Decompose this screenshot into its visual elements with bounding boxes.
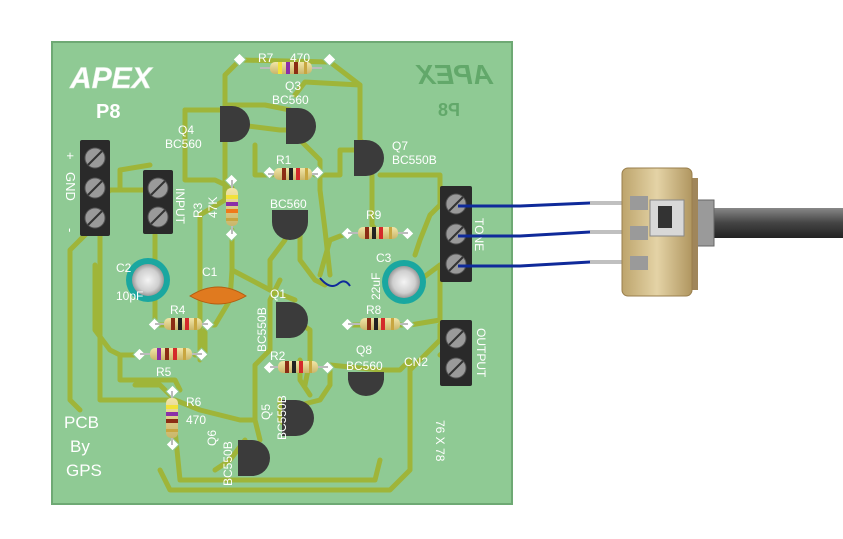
- credit-line-1: PCB: [64, 413, 99, 432]
- transistor-q2: BC560: [270, 197, 308, 240]
- q3-type: BC560: [272, 93, 309, 107]
- transistor-q4: Q4 BC560: [165, 106, 250, 151]
- q1-label: Q1: [270, 287, 286, 301]
- resistor-r4: R4: [155, 303, 208, 330]
- q5-label: Q5: [259, 404, 273, 420]
- brand-logo-mirrored: APEX: [414, 59, 494, 90]
- output-label: OUTPUT: [474, 328, 488, 378]
- r7-label: R7: [258, 51, 274, 65]
- resistor-r3: R3 47K: [191, 180, 238, 234]
- q4-label: Q4: [178, 123, 194, 137]
- resistor-r9: R9: [348, 208, 408, 239]
- brand-logo: APEX: [69, 62, 154, 95]
- input-terminal: INPUT: [143, 170, 187, 234]
- q4-type: BC560: [165, 137, 202, 151]
- credit-line-2: By: [70, 437, 90, 456]
- r6-value: 470: [186, 413, 206, 427]
- r4-label: R4: [170, 303, 186, 317]
- q3-label: Q3: [285, 79, 301, 93]
- resistor-r2: R2: [270, 349, 328, 373]
- resistor-r5: R5: [140, 348, 202, 379]
- board-size-label: 76 X 78: [433, 420, 447, 462]
- input-label: INPUT: [173, 188, 187, 225]
- r9-label: R9: [366, 208, 382, 222]
- transistor-q3: Q3 BC560: [272, 79, 316, 144]
- c3-label: C3: [376, 251, 392, 265]
- power-plus-label: +: [63, 152, 78, 160]
- r5-label: R5: [156, 365, 172, 379]
- transistor-q6: Q6 BC550B: [205, 430, 270, 486]
- credit-line-3: GPS: [66, 461, 102, 480]
- resistor-r1: R1: [268, 153, 318, 180]
- potentiometer: [621, 167, 843, 297]
- q6-label: Q6: [205, 430, 219, 446]
- output-terminal: OUTPUT CN2: [404, 320, 488, 386]
- power-terminal: + GND -: [63, 140, 110, 236]
- board-silkscreen: APEX P8 APEX P8 PCB By GPS 76 X 78: [64, 59, 494, 480]
- q5-type: BC550B: [275, 395, 289, 440]
- q7-type: BC550B: [392, 153, 437, 167]
- c1-label: C1: [202, 265, 218, 279]
- q2-type: BC560: [270, 197, 307, 211]
- capacitor-c2: C2 10pF: [116, 258, 170, 303]
- power-minus-label: -: [63, 228, 78, 232]
- r1-label: R1: [276, 153, 292, 167]
- c3-value: 22uF: [369, 273, 383, 300]
- capacitor-c3: C3 22uF: [369, 251, 426, 304]
- jumper-wire: [319, 277, 351, 287]
- r7-value: 470: [290, 51, 310, 65]
- r2-label: R2: [270, 349, 286, 363]
- q8-label: Q8: [356, 343, 372, 357]
- r3-value: 47K: [206, 197, 220, 218]
- transistor-q7: Q7 BC550B: [354, 139, 437, 176]
- c2-value: 10pF: [116, 289, 143, 303]
- capacitor-c1: C1: [189, 265, 247, 305]
- transistor-q5: Q5 BC550B: [259, 395, 314, 440]
- c2-label: C2: [116, 261, 132, 275]
- q1-type: BC550B: [255, 307, 269, 352]
- model-label-mirrored: P8: [438, 100, 460, 120]
- r8-label: R8: [366, 303, 382, 317]
- transistor-q8: Q8 BC560: [346, 343, 384, 396]
- resistor-r7: R7 470: [258, 51, 322, 74]
- r3-label: R3: [191, 202, 205, 218]
- transistor-q1: Q1 BC550B: [255, 287, 308, 352]
- resistor-r8: R8: [348, 303, 408, 330]
- q7-label: Q7: [392, 139, 408, 153]
- model-label: P8: [96, 101, 120, 123]
- cn2-label: CN2: [404, 355, 428, 369]
- resistor-r6: R6 470: [166, 391, 206, 445]
- q6-type: BC550B: [221, 441, 235, 486]
- q8-type: BC560: [346, 359, 383, 373]
- r6-label: R6: [186, 395, 202, 409]
- power-gnd-label: GND: [63, 172, 78, 201]
